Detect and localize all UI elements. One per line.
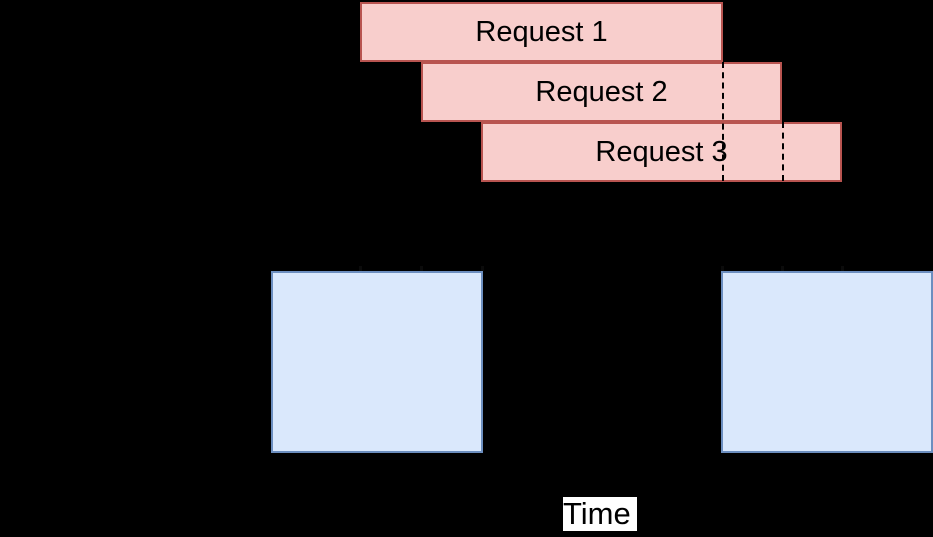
request-bar-2-label: Request 2 xyxy=(535,75,668,108)
request-bar-3-label: Request 3 xyxy=(595,135,728,168)
guide-line-1 xyxy=(722,62,724,181)
tick-mark-1 xyxy=(359,266,362,271)
request-bar-1[interactable]: Request 1 xyxy=(360,2,723,62)
request-bar-3[interactable]: Request 3 xyxy=(481,122,842,182)
tick-mark-3 xyxy=(481,266,484,271)
tick-mark-6 xyxy=(841,266,844,271)
period-box-left[interactable] xyxy=(271,271,483,453)
tick-mark-4 xyxy=(721,266,724,271)
request-bar-2[interactable]: Request 2 xyxy=(421,62,782,122)
tick-mark-2 xyxy=(420,266,423,271)
guide-line-2 xyxy=(782,122,784,181)
request-bar-1-label: Request 1 xyxy=(475,15,608,48)
period-box-right[interactable] xyxy=(721,271,933,453)
time-axis-label: Time xyxy=(563,497,637,531)
tick-mark-5 xyxy=(781,266,784,271)
